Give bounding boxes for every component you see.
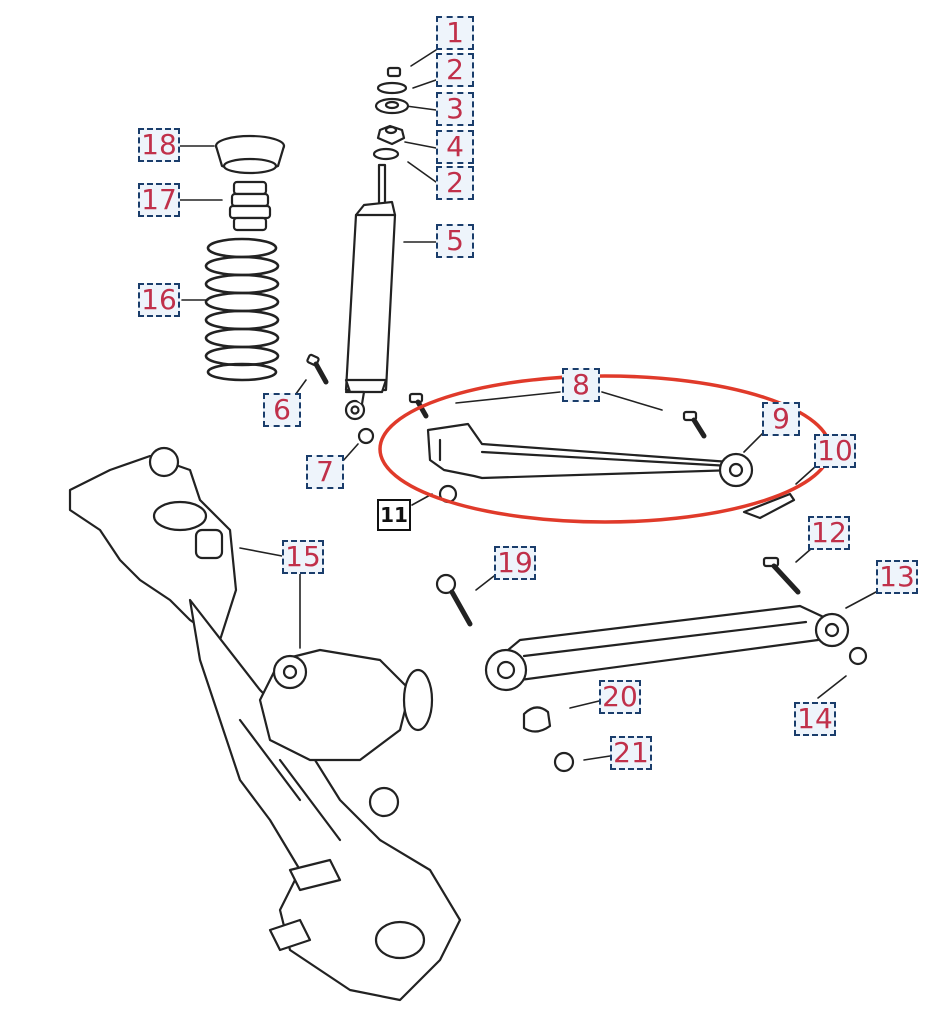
coil-spring	[204, 237, 280, 382]
bolt-8b	[682, 410, 707, 439]
callout-10[interactable]: 10	[814, 434, 856, 468]
shock-top-hardware	[372, 66, 410, 161]
callout-9[interactable]: 9	[762, 402, 800, 436]
callout-2[interactable]: 2	[436, 53, 474, 87]
callout-15[interactable]: 15	[282, 540, 324, 574]
bolt-6	[306, 353, 329, 385]
callout-1[interactable]: 1	[436, 16, 474, 50]
callout-20[interactable]: 20	[599, 680, 641, 714]
leader-lines	[179, 49, 877, 761]
cam-bolt-19	[435, 573, 473, 627]
jounce-bumper	[228, 180, 272, 232]
callout-2b[interactable]: 2	[436, 166, 474, 200]
callout-11[interactable]: 11	[377, 499, 411, 531]
nut-21	[553, 751, 575, 773]
bushing-20	[522, 706, 552, 733]
callout-12[interactable]: 12	[808, 516, 850, 550]
lower-control-arm	[484, 604, 850, 692]
shock-absorber	[344, 163, 397, 421]
callout-14[interactable]: 14	[794, 702, 836, 736]
nut-7	[357, 427, 375, 445]
bolt-12	[762, 556, 801, 595]
upper-control-arm	[426, 422, 754, 488]
front-axle-assembly	[68, 446, 462, 1002]
callout-6[interactable]: 6	[263, 393, 301, 427]
bracket-10	[742, 492, 796, 520]
callout-13[interactable]: 13	[876, 560, 918, 594]
nut-14	[848, 646, 868, 666]
bolt-8a	[408, 392, 429, 419]
callout-21[interactable]: 21	[610, 736, 652, 770]
spring-isolator-upper	[214, 134, 286, 175]
callout-17[interactable]: 17	[138, 183, 180, 217]
callout-19[interactable]: 19	[494, 546, 536, 580]
callout-5[interactable]: 5	[436, 224, 474, 258]
callout-4[interactable]: 4	[436, 130, 474, 164]
callout-8[interactable]: 8	[562, 368, 600, 402]
callout-3[interactable]: 3	[436, 92, 474, 126]
callout-7[interactable]: 7	[306, 455, 344, 489]
callout-18[interactable]: 18	[138, 128, 180, 162]
callout-16[interactable]: 16	[138, 283, 180, 317]
